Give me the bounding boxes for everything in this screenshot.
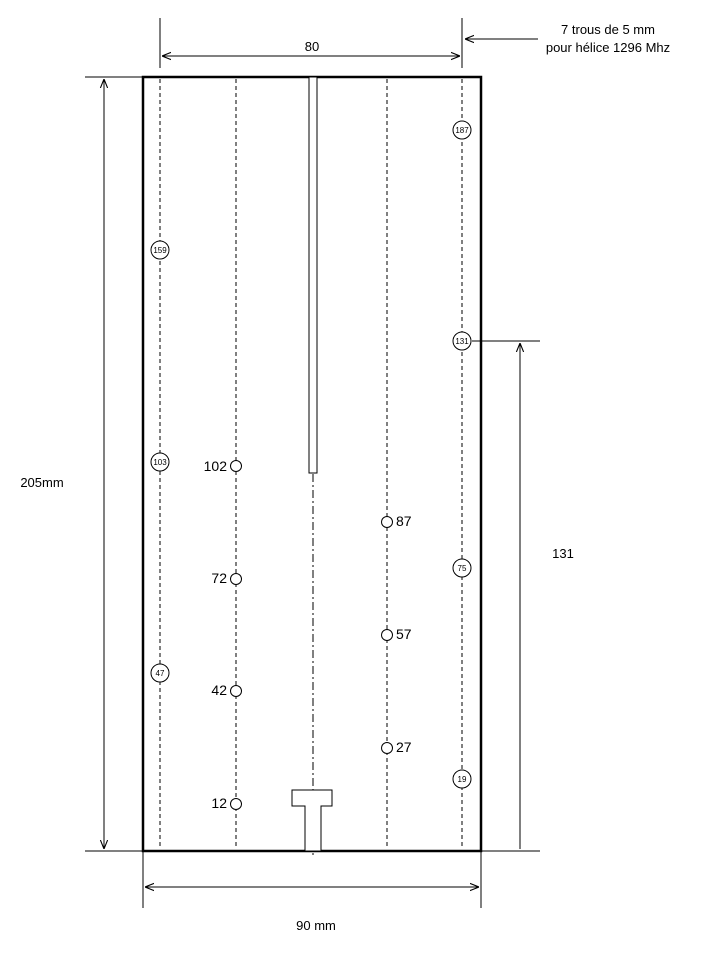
height-label: 205mm: [20, 475, 63, 490]
right-small-holes: 87 57 27: [381, 513, 412, 755]
svg-text:57: 57: [396, 626, 412, 642]
svg-text:47: 47: [156, 669, 165, 678]
height-dimension: 205mm: [20, 76, 143, 852]
large-hole: 75: [452, 558, 472, 578]
svg-text:12: 12: [211, 795, 227, 811]
large-holes: 187 159 131 103 75 47 19: [150, 120, 472, 789]
svg-text:27: 27: [396, 739, 412, 755]
center-slot: [308, 76, 318, 474]
svg-text:102: 102: [204, 458, 228, 474]
large-hole: 187: [452, 120, 472, 140]
connector: [291, 789, 333, 852]
bottom-width-label: 90 mm: [296, 918, 336, 933]
svg-text:131: 131: [455, 337, 469, 346]
svg-text:87: 87: [396, 513, 412, 529]
small-hole: 57: [381, 626, 412, 642]
svg-text:187: 187: [455, 126, 469, 135]
note-line-2: pour hélice 1296 Mhz: [546, 40, 670, 55]
large-hole: 47: [150, 663, 170, 683]
large-hole: 19: [452, 769, 472, 789]
small-hole: 102: [204, 458, 242, 474]
small-hole: 27: [381, 739, 412, 755]
note-line-1: 7 trous de 5 mm: [561, 22, 655, 37]
small-hole: 72: [211, 570, 242, 586]
svg-text:159: 159: [153, 246, 167, 255]
top-width-label: 80: [305, 39, 319, 54]
svg-text:72: 72: [211, 570, 227, 586]
small-hole: 87: [381, 513, 412, 529]
svg-text:75: 75: [458, 564, 467, 573]
large-hole: 103: [150, 452, 170, 472]
small-hole: 42: [211, 682, 242, 698]
right-height-label: 131: [552, 546, 574, 561]
bottom-width-dimension: 90 mm: [142, 851, 482, 933]
svg-text:19: 19: [458, 775, 467, 784]
hole-note: 7 trous de 5 mm pour hélice 1296 Mhz: [465, 22, 670, 55]
svg-text:42: 42: [211, 682, 227, 698]
left-small-holes: 102 72 42 12: [204, 458, 242, 811]
large-hole: 131: [452, 331, 472, 351]
small-hole: 12: [211, 795, 242, 811]
large-hole: 159: [150, 240, 170, 260]
top-width-dimension: 80: [159, 18, 463, 68]
svg-text:103: 103: [153, 458, 167, 467]
right-height-dimension: 131: [472, 340, 574, 852]
